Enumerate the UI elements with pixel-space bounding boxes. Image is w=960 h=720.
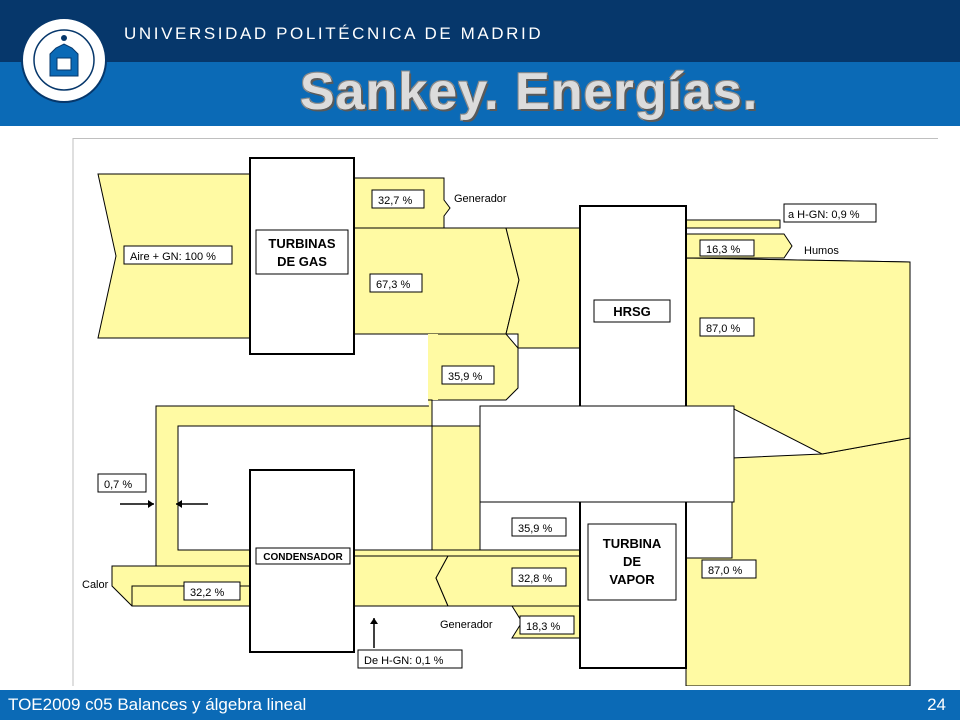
label-steam-gen2-pct: 18,3 % bbox=[526, 621, 560, 633]
steam-turbine-label-line1: TURBINA bbox=[603, 536, 662, 551]
label-box-steam-in bbox=[701, 559, 757, 579]
label-air-gn: Aire + GN: 100 % bbox=[130, 251, 216, 263]
footer-course: TOE2009 c05 Balances y álgebra lineal bbox=[8, 695, 307, 714]
gas-turbine-label-box bbox=[255, 229, 349, 275]
arrow-de-hgn-head bbox=[370, 618, 378, 624]
link-mask bbox=[582, 412, 684, 468]
label-steam-in-pct: 87,0 % bbox=[708, 565, 742, 577]
footer-page-number: 24 bbox=[927, 695, 946, 714]
label-box-steam-gen bbox=[511, 567, 567, 587]
label-box-humos bbox=[699, 239, 755, 257]
label-generador-2: Generador bbox=[440, 619, 493, 631]
condenser-label-box bbox=[255, 547, 351, 565]
gas-turbine-label-line2: DE GAS bbox=[277, 254, 327, 269]
steam-turbine-label-box bbox=[587, 523, 677, 601]
label-humos-pct: 16,3 % bbox=[706, 244, 740, 256]
sankey-diagram: TURBINAS DE GAS HRSG CONDENSADOR TURBINA… bbox=[72, 138, 938, 686]
flow-condenser-out bbox=[353, 555, 449, 607]
arrow-loop-head bbox=[176, 500, 182, 508]
label-calor: Calor bbox=[82, 579, 109, 591]
flow-hrsg-input bbox=[505, 227, 581, 349]
label-recirc-pct: 35,9 % bbox=[448, 371, 482, 383]
header-top-band bbox=[0, 0, 960, 62]
arrow-cond-loss-head bbox=[148, 500, 154, 508]
label-box-recirc bbox=[441, 365, 495, 385]
label-box-cond-out bbox=[183, 581, 241, 601]
label-box-gen-gas bbox=[371, 189, 425, 209]
condenser-label: CONDENSADOR bbox=[263, 552, 343, 563]
label-steam-gen-pct: 32,8 % bbox=[518, 573, 552, 585]
flow-a-hgn bbox=[685, 219, 781, 229]
university-name: UNIVERSIDAD POLITÉCNICA DE MADRID bbox=[124, 24, 544, 43]
label-box-a-hgn bbox=[783, 203, 877, 223]
gas-turbine-label-line1: TURBINAS bbox=[268, 236, 335, 251]
label-box-gas-exhaust bbox=[369, 273, 423, 293]
flow-recirc-down bbox=[428, 399, 481, 551]
footer-band: TOE2009 c05 Balances y álgebra lineal 24 bbox=[0, 690, 960, 720]
label-gas-exhaust-pct: 67,3 % bbox=[376, 279, 410, 291]
label-box-steam-cond bbox=[511, 517, 567, 537]
hrsg-label-box bbox=[593, 299, 671, 323]
hrsg-label: HRSG bbox=[613, 304, 651, 319]
label-box-de-hgn bbox=[357, 649, 463, 669]
label-hrsg-out-pct: 87,0 % bbox=[706, 323, 740, 335]
label-steam-to-cond: 35,9 % bbox=[518, 523, 552, 535]
label-box-cond-loss bbox=[97, 473, 147, 493]
flow-link bbox=[428, 334, 438, 400]
label-de-hgn: De H-GN: 0,1 % bbox=[364, 655, 444, 667]
label-box-steam-gen2 bbox=[519, 615, 575, 635]
label-box-hrsg-out bbox=[699, 317, 755, 337]
label-generador-1: Generador bbox=[454, 193, 507, 205]
label-cond-out-pct: 32,2 % bbox=[190, 587, 224, 599]
label-gen-gas-pct: 32,7 % bbox=[378, 195, 412, 207]
upm-seal-icon bbox=[21, 17, 107, 103]
label-humos: Humos bbox=[804, 245, 839, 257]
label-cond-loss-in: 0,7 % bbox=[104, 479, 132, 491]
slide-title: Sankey. Energías. bbox=[300, 63, 759, 121]
label-box-air-gn bbox=[123, 245, 233, 265]
steam-turbine-label-line2: DE bbox=[623, 554, 641, 569]
steam-turbine-label-line3: VAPOR bbox=[609, 572, 655, 587]
label-a-hgn: a H-GN: 0,9 % bbox=[788, 209, 860, 221]
